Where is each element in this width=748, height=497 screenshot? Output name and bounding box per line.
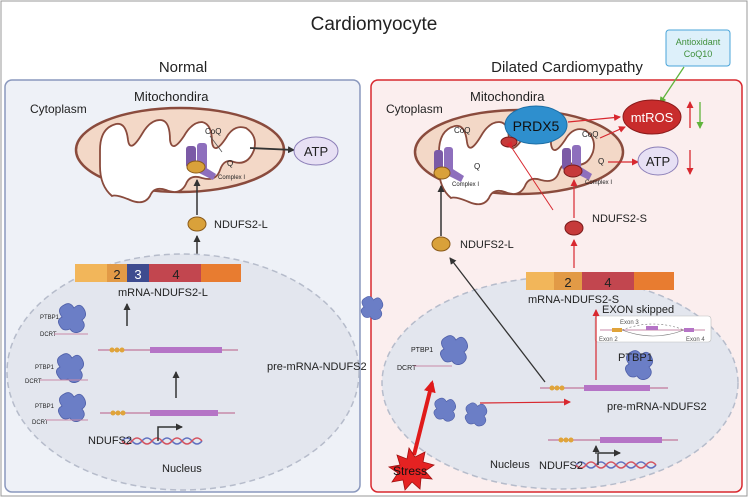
dcm-dcrt-label: DCRT <box>397 365 417 372</box>
stress-arrow <box>412 380 436 456</box>
stress-burst <box>387 446 435 491</box>
normal-coq-label: CoQ <box>205 127 221 136</box>
dcm-arrow-ndufs2-s-to-prdx5 <box>505 141 554 211</box>
dcm-mrna-bar <box>526 272 674 290</box>
normal-gene-label: NDUFS2 <box>88 435 132 447</box>
prdx5-node <box>504 105 568 145</box>
dcm-complex-right-label: Complex I <box>585 180 612 186</box>
dcm-ptbp1-left-label: PTBP1 <box>411 347 433 354</box>
dcm-arrow-prdx5-to-mtros <box>567 114 621 123</box>
exon-2-inset-label: Exon 2 <box>599 337 618 343</box>
normal-ptbp1-protein-1 <box>58 303 86 334</box>
dcm-nucleus <box>381 276 739 490</box>
antioxidant-box <box>665 29 731 67</box>
dcm-free-ptbp1-2 <box>464 402 488 427</box>
normal-panel-title: Normal <box>159 59 207 76</box>
normal-nucleus-label: Nucleus <box>162 463 202 475</box>
normal-ptbp1-protein-3 <box>58 392 86 423</box>
normal-premrna-strand-2 <box>100 410 235 416</box>
diagram-title: Cardiomyocyte <box>311 14 438 35</box>
exon-4-inset-label: Exon 4 <box>686 337 705 343</box>
dcm-exon-2-label: 2 <box>564 275 571 290</box>
dcm-ptbp1-protein-left <box>439 335 469 366</box>
normal-nucleus <box>6 253 360 491</box>
dcm-ndufs2-l-label: NDUFS2-L <box>460 239 514 251</box>
normal-exon-2-label: 2 <box>113 267 120 282</box>
dcm-prdx5-bound-ndufs2-s <box>500 136 518 148</box>
normal-atp-label: ATP <box>304 144 328 159</box>
dcm-q-right-label: Q <box>598 157 604 166</box>
prdx5-label: PRDX5 <box>513 118 560 134</box>
normal-ptbp1-label-1: PTBP1 <box>40 315 60 321</box>
dcm-gene-label: NDUFS2 <box>539 460 583 472</box>
normal-dcrt-label-2: DCRT <box>25 379 42 385</box>
mtros-label: mtROS <box>631 110 674 125</box>
normal-mrna-label: mRNA-NDUFS2-L <box>118 287 208 299</box>
normal-mrna-bar <box>75 264 241 282</box>
normal-exon-4-label: 4 <box>172 267 179 282</box>
antioxidant-inhibit-arrow <box>659 66 685 104</box>
normal-complex-i <box>186 143 216 180</box>
dcm-premrna-strand-1 <box>540 385 668 391</box>
normal-arrow-to-atp <box>249 146 295 154</box>
exon-skipping-inset <box>594 315 712 343</box>
dcm-nucleus-label: Nucleus <box>490 459 530 471</box>
normal-complex-label: Complex I <box>218 175 245 181</box>
normal-premrna-strand-1 <box>98 347 238 353</box>
dcm-mitochondria-label: Mitochondira <box>470 89 545 104</box>
dcm-arrow-complex-to-mtros <box>599 126 626 139</box>
dcm-cytoplasm-label: Cytoplasm <box>386 102 443 116</box>
exon-skipped-label: EXON skipped <box>602 304 674 316</box>
dcm-ptbp1-center-label: PTBP1 <box>618 352 653 364</box>
normal-atp-node <box>293 136 339 166</box>
dcm-premrna-strand-2 <box>548 437 678 443</box>
dcm-atp-node <box>637 146 679 176</box>
dcm-q-left-label: Q <box>474 162 480 171</box>
normal-ptbp1-protein-2 <box>56 353 84 384</box>
antioxidant-label-line2: CoQ10 <box>684 49 713 59</box>
stress-label: Stress <box>393 464 427 478</box>
mtros-node <box>622 99 682 135</box>
normal-ptbp1-label-3: PTBP1 <box>35 404 55 410</box>
normal-coq-link <box>209 135 223 153</box>
dcm-premrna-label: pre-mRNA-NDUFS2 <box>607 401 707 413</box>
dcm-atp-label: ATP <box>646 154 670 169</box>
dcm-arrow-ptbp1-to-premrna <box>479 398 571 406</box>
normal-q-label: Q <box>227 159 233 168</box>
normal-exon-3-label: 3 <box>134 267 141 282</box>
dcm-exon-4-label: 4 <box>604 275 611 290</box>
dcm-panel-title: Dilated Cardiomypathy <box>491 59 643 76</box>
normal-ndufs2-l-protein <box>187 216 207 232</box>
normal-transcription-arrow <box>157 423 183 441</box>
dcm-transcription-arrow <box>597 449 621 465</box>
normal-panel: Normal Cytoplasm Mitochondira CoQ Q Comp… <box>4 59 367 493</box>
dcm-complex-i-left <box>433 147 464 182</box>
normal-premrna-label: pre-mRNA-NDUFS2 <box>267 361 367 373</box>
dcm-arrow-premrna-to-ndufs2-l <box>449 257 546 383</box>
normal-mitochondria-label: Mitochondira <box>134 89 209 104</box>
normal-mitochondrion <box>74 106 286 204</box>
normal-ndufs2-l-label: NDUFS2-L <box>214 219 268 231</box>
dcm-ndufs2-l-protein <box>431 236 451 252</box>
dcm-mrna-label: mRNA-NDUFS2-S <box>528 294 619 306</box>
normal-dcrt-label-3: DCRT <box>32 420 49 426</box>
dcm-coq-left-label: CoQ <box>454 126 470 135</box>
dcm-free-ptbp1-1 <box>360 296 384 320</box>
dcm-complex-i-right <box>562 145 592 180</box>
normal-dcrt-label-1: DCRT <box>40 332 57 338</box>
dcm-ndufs2-s-protein <box>564 220 584 236</box>
dcm-ndufs2-s-label: NDUFS2-S <box>592 213 647 225</box>
dcm-free-ptbp1-3 <box>433 397 456 422</box>
dcm-complex-left-label: Complex I <box>452 182 479 188</box>
normal-ptbp1-label-2: PTBP1 <box>35 365 55 371</box>
normal-cytoplasm-label: Cytoplasm <box>30 102 87 116</box>
dcm-coq-right-label: CoQ <box>582 130 598 139</box>
exon-3-label: Exon 3 <box>620 320 639 326</box>
dcm-panel: Dilated Cardiomypathy Cytoplasm Mitochon… <box>360 29 743 493</box>
antioxidant-label-line1: Antioxidant <box>676 37 721 47</box>
